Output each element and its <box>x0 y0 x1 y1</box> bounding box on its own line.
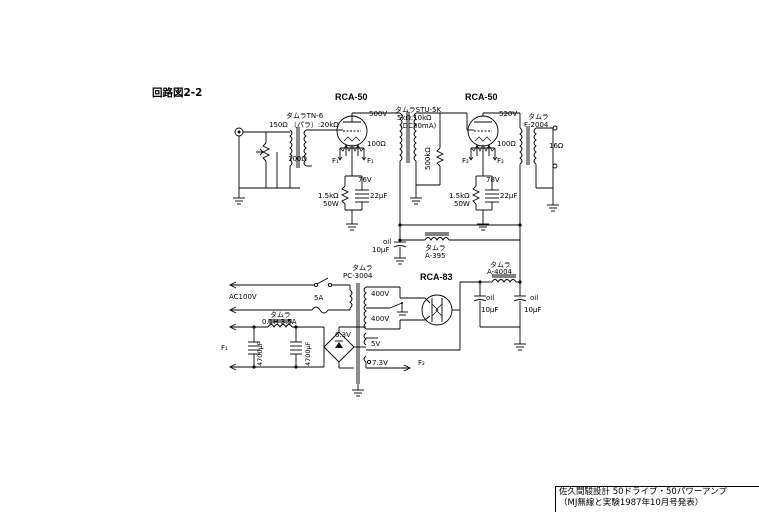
fuse-rating: 5A <box>314 294 323 302</box>
output-transformer <box>519 113 559 282</box>
input-resistor-label: 100Ω <box>288 155 307 163</box>
bridge-rectifier <box>323 326 366 369</box>
v2-bias-wattage: 50W <box>454 200 470 208</box>
v1-bias-resistor: 1.5kΩ <box>318 192 339 200</box>
v5-label: 5V <box>371 340 380 348</box>
interstage-spec-2: (DC80mA) <box>400 122 437 130</box>
oil-cap-2-value: 10μF <box>481 306 498 314</box>
speaker-impedance: 16Ω <box>549 142 564 150</box>
input-transformer-maker: タムラTN-6 <box>286 111 324 120</box>
speaker-terminal-hot <box>552 125 558 131</box>
choke-01h-spec: 0.1H 3.5A <box>262 318 297 326</box>
v2-bias-resistor: 1.5kΩ <box>449 192 470 200</box>
figure-title: 回路図2-2 <box>152 86 202 99</box>
choke-a395-model: A-395 <box>425 252 446 260</box>
output-transformer-model: F-2004 <box>524 121 549 129</box>
interstage-maker: タムラSTU-5K <box>395 105 441 114</box>
grid-resistor-label: 500kΩ <box>424 147 432 170</box>
v2-plate-voltage: 520V <box>499 110 517 118</box>
v2-bias-cap: 22μF <box>500 192 517 200</box>
choke-a4004-maker: タムラ <box>490 260 511 269</box>
hv-secondary-wiring <box>366 286 425 330</box>
v1-bias-network <box>340 175 369 231</box>
v1-bias-wattage: 50W <box>323 200 339 208</box>
v2-bias-network <box>471 175 499 231</box>
v1-filament-a: F₁ <box>332 157 339 165</box>
input-transformer <box>289 127 335 188</box>
speaker-terminal-cold <box>552 163 558 169</box>
power-transformer-model: PC-3004 <box>343 272 373 280</box>
v1-plate-voltage: 500V <box>369 110 387 118</box>
v1-hum-balance <box>337 144 367 176</box>
oil-capacitor-1 <box>393 241 407 265</box>
tube-v2 <box>466 113 499 156</box>
v1-filament-b: F₁ <box>367 157 374 165</box>
interstage-spec-1: 5kΩ:10kΩ <box>397 114 432 122</box>
b-plus-line <box>398 223 522 227</box>
power-transformer-maker: タムラ <box>352 263 373 272</box>
choke-01h-maker: タムラ <box>270 310 291 319</box>
v2-filament-b: F₂ <box>497 157 504 165</box>
ac-voltage-label: AC100V <box>229 293 257 301</box>
hv-tap-2: 400V <box>371 315 389 323</box>
f1-output-label: F₁ <box>221 344 228 352</box>
filament-supply <box>228 319 324 371</box>
cap-4700-b: 4700μF <box>304 341 312 366</box>
interstage-transformer <box>399 112 440 242</box>
psu-filter <box>460 274 527 351</box>
v1-bias-cap: 22μF <box>370 192 387 200</box>
v2-hum-resistor: 100Ω <box>497 140 516 148</box>
v63-label: 6.3V <box>335 331 351 339</box>
v1-bias-voltage: 76V <box>358 176 372 184</box>
v2-filament-a: F₂ <box>462 157 469 165</box>
oil-cap-1-value: 10μF <box>372 246 389 254</box>
cap-4700-a: 4700μF <box>256 341 264 366</box>
tube-v1-title: RCA-50 <box>335 92 368 102</box>
v2-bias-voltage: 78V <box>486 176 500 184</box>
title-block-line-1: 佐久間駿設計 50ドライブ・50パワーアンプ <box>559 487 727 497</box>
tube-rect-title: RCA-83 <box>420 272 453 282</box>
v73-label: 7.3V <box>372 359 388 367</box>
output-transformer-maker: タムラ <box>528 112 549 121</box>
oil-cap-3-type: oil <box>530 294 538 302</box>
oil-cap-2-type: oil <box>486 294 494 302</box>
input-jack <box>233 127 290 205</box>
tube-v1 <box>335 113 368 156</box>
oil-cap-1-type: oil <box>383 238 391 246</box>
choke-a395-maker: タムラ <box>425 243 446 252</box>
choke-a4004-model: A-4004 <box>487 268 513 276</box>
tube-v2-title: RCA-50 <box>465 92 498 102</box>
v2-hum-balance <box>468 144 498 176</box>
tube-rect <box>421 282 461 350</box>
ac-input <box>228 281 314 314</box>
choke-a395 <box>398 232 520 242</box>
input-transformer-spec: 150Ω （パラ）:20kΩ <box>269 121 339 129</box>
title-block-line-2: （MJ無線と実験1987年10月号発表） <box>559 498 704 508</box>
hv-tap-1: 400V <box>371 290 389 298</box>
power-transformer <box>349 283 367 397</box>
oil-cap-3-value: 10μF <box>524 306 541 314</box>
f2-output-label: F₂ <box>418 359 425 367</box>
title-block: 佐久間駿設計 50ドライブ・50パワーアンプ （MJ無線と実験1987年10月号… <box>555 486 759 512</box>
v1-hum-resistor: 100Ω <box>367 140 386 148</box>
power-switch[interactable] <box>313 277 350 288</box>
fuse <box>311 306 350 314</box>
rect-heater-wiring <box>366 337 460 351</box>
f2-winding <box>365 359 412 372</box>
grid-resistor <box>416 112 467 186</box>
